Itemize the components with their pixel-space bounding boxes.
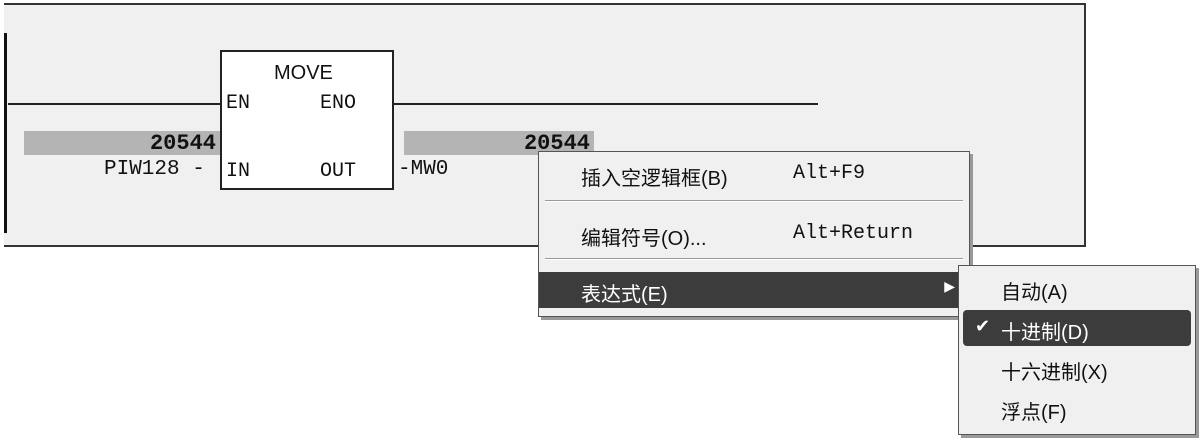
submenu-item-auto[interactable]: 自动(A): [959, 272, 1195, 304]
submenu-item-float[interactable]: 浮点(F): [959, 392, 1195, 424]
menu-separator: [545, 200, 963, 202]
submenu-item-label: 十进制(D): [1001, 322, 1089, 344]
submenu-item-label: 浮点(F): [1001, 402, 1067, 424]
pin-eno: ENO: [320, 92, 357, 115]
block-title: MOVE: [274, 62, 333, 84]
move-block[interactable]: MOVE EN ENO IN OUT: [220, 50, 394, 190]
menu-separator: [545, 258, 963, 260]
power-rail: [4, 33, 7, 233]
submenu-item-label: 十六进制(X): [1001, 362, 1108, 384]
menu-item-label: 插入空逻辑框(B): [581, 168, 728, 190]
out-operand[interactable]: -MW0: [398, 158, 449, 181]
check-icon: ✔: [975, 316, 991, 336]
menu-item-shortcut: Alt+Return: [793, 222, 914, 245]
menu-item-insert-empty-box[interactable]: 插入空逻辑框(B) Alt+F9: [539, 158, 969, 190]
in-operand[interactable]: PIW128 -: [104, 158, 205, 181]
in-value-display: 20544: [24, 131, 220, 156]
context-menu: 插入空逻辑框(B) Alt+F9 编辑符号(O)... Alt+Return 表…: [538, 151, 970, 317]
rung-line-right: [394, 103, 818, 105]
rung-line-left: [8, 103, 220, 105]
submenu-item-hex[interactable]: 十六进制(X): [959, 352, 1195, 384]
expression-submenu: 自动(A) ✔ 十进制(D) 十六进制(X) 浮点(F): [958, 265, 1196, 435]
submenu-item-decimal[interactable]: ✔ 十进制(D): [963, 310, 1191, 346]
pin-in: IN: [226, 160, 251, 183]
submenu-item-label: 自动(A): [1001, 282, 1068, 304]
menu-item-edit-symbol[interactable]: 编辑符号(O)... Alt+Return: [539, 218, 969, 250]
pin-out: OUT: [320, 160, 357, 183]
menu-item-shortcut: Alt+F9: [793, 162, 866, 185]
submenu-arrow-icon: ▶: [944, 278, 955, 294]
menu-item-label: 表达式(E): [581, 284, 668, 306]
menu-item-expression[interactable]: 表达式(E) ▶: [539, 272, 969, 308]
menu-item-label: 编辑符号(O)...: [581, 228, 707, 250]
pin-en: EN: [226, 92, 251, 115]
